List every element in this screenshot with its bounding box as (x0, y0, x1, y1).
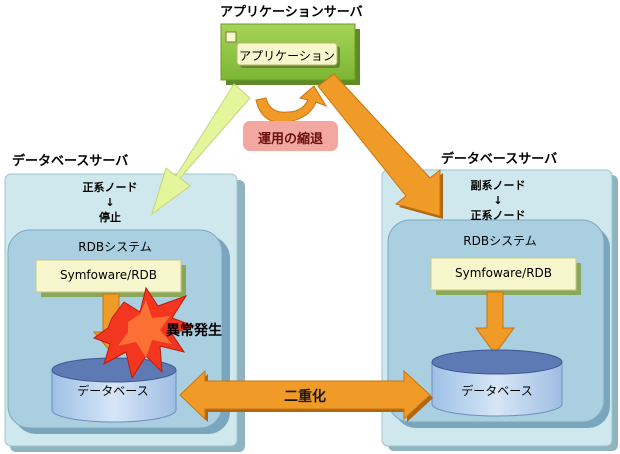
left-status-line1: 正系ノード (82, 181, 138, 194)
left-product-box (35, 259, 186, 297)
degrade-label-box (243, 121, 338, 151)
degrade-label: 運用の縮退 (257, 132, 323, 147)
lime-arrow (151, 83, 251, 216)
right-server-title: データベースサーバ (440, 152, 558, 167)
app-label: アプリケーション (239, 49, 335, 63)
right-down-arrow (475, 291, 515, 355)
app-server-title: アプリケーションサーバ (220, 5, 363, 20)
left-server-title: データベースサーバ (12, 154, 129, 169)
right-database-cylinder (431, 349, 563, 417)
left-database-cylinder (51, 357, 177, 423)
left-status-arrow: ↓ (105, 196, 115, 209)
right-database-label: データベース (461, 384, 533, 398)
left-status: 正系ノード ↓ 停止 (60, 180, 160, 225)
left-rdb-title: RDBシステム (78, 240, 152, 254)
right-status-arrow: ↓ (493, 194, 503, 207)
error-label: 異常発生 (166, 323, 222, 339)
duplex-arrow (179, 369, 433, 422)
right-status-line1: 副系ノード (470, 179, 526, 192)
right-status-line2: 正系ノード (470, 209, 526, 222)
right-product-box (430, 257, 581, 295)
left-status-line2: 停止 (99, 211, 121, 224)
right-rdb-title: RDBシステム (463, 234, 537, 248)
right-status: 副系ノード ↓ 正系ノード (448, 178, 548, 223)
duplex-label: 二重化 (284, 389, 326, 405)
left-database-label: データベース (77, 384, 149, 398)
app-server-box (220, 23, 360, 85)
degrade-curve-arrow (255, 85, 328, 124)
right-product-label: Symfoware/RDB (454, 266, 553, 280)
left-product-label: Symfoware/RDB (59, 268, 158, 282)
